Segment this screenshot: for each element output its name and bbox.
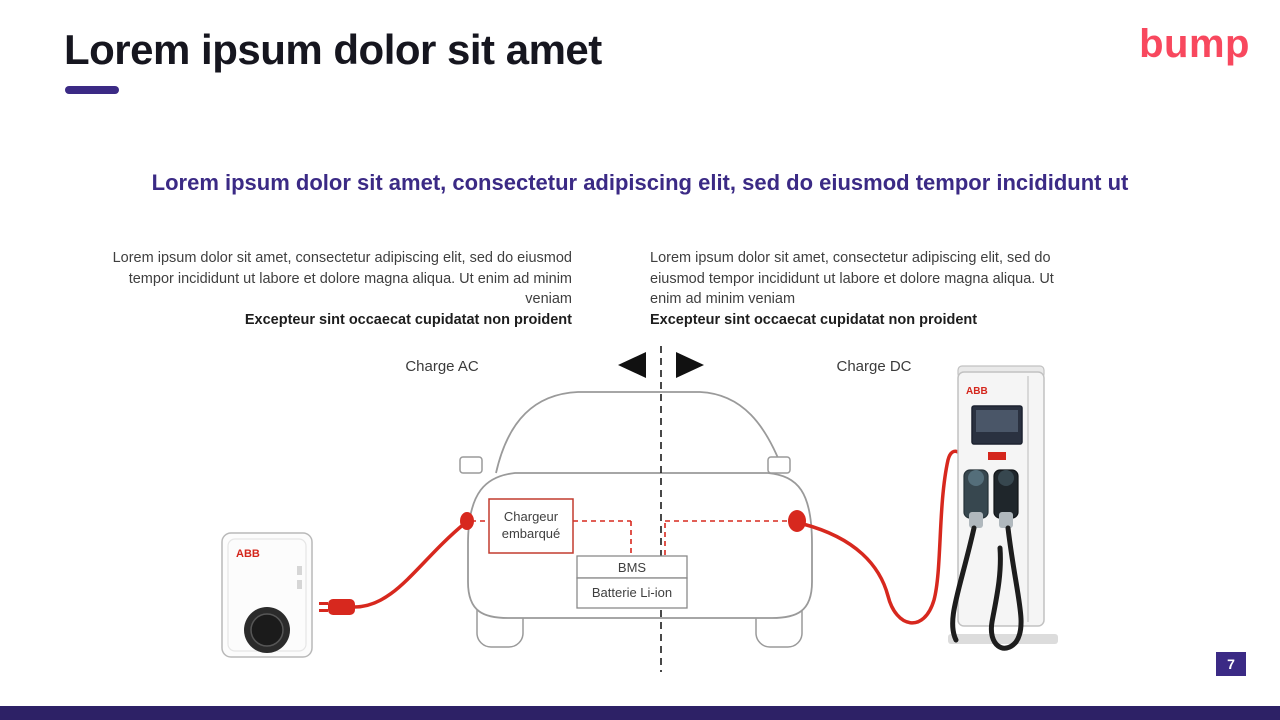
page-number-badge: 7 <box>1216 652 1246 676</box>
onboard-charger-label-line1: Chargeur <box>504 509 559 524</box>
abb-brand-label-left: ABB <box>236 548 260 560</box>
dc-cable <box>801 449 960 625</box>
emphasis-text: Excepteur sint occaecat cupidatat non pr… <box>650 311 978 328</box>
onboard-charger-box: Chargeur embarqué <box>488 498 574 554</box>
ac-wallbox-charger: ABB <box>221 532 313 658</box>
car-mirror-right <box>767 456 791 474</box>
left-arrow-icon <box>618 352 646 378</box>
title-underline <box>65 86 119 94</box>
car-mirror-left <box>459 456 483 474</box>
dc-charging-station: ABB <box>948 365 1058 651</box>
dc-inlet-connector <box>788 510 806 532</box>
station-cables <box>950 525 1024 651</box>
abb-brand-label-right: ABB <box>966 386 988 397</box>
car-roof-outline <box>495 391 785 474</box>
battery-box: Batterie Li-ion <box>576 577 688 609</box>
onboard-charger-label-line2: embarqué <box>502 526 561 541</box>
ac-cable <box>352 522 466 609</box>
charge-ac-label: Charge AC <box>405 358 479 375</box>
body-text: Lorem ipsum dolor sit amet, consectetur … <box>112 250 572 308</box>
emphasis-text: Excepteur sint occaecat cupidatat non pr… <box>244 311 572 328</box>
page-number: 7 <box>1227 656 1235 672</box>
bump-logo: bump <box>1139 22 1250 66</box>
ac-plug <box>319 599 355 615</box>
charge-dc-label: Charge DC <box>836 358 911 375</box>
subtitle: Lorem ipsum dolor sit amet, consectetur … <box>151 170 1129 195</box>
footer-bar <box>0 706 1280 720</box>
bms-label: BMS <box>618 560 647 575</box>
intro-column-left: Lorem ipsum dolor sit amet, consectetur … <box>90 248 572 330</box>
station-connector-handles <box>963 469 1019 528</box>
body-text: Lorem ipsum dolor sit amet, consectetur … <box>650 250 1054 308</box>
bms-box: BMS <box>576 555 688 579</box>
page-title: Lorem ipsum dolor sit amet <box>64 26 602 73</box>
right-arrow-icon <box>676 352 704 378</box>
intro-column-right: Lorem ipsum dolor sit amet, consectetur … <box>650 248 1054 330</box>
ac-inlet-connector <box>460 512 474 530</box>
battery-label: Batterie Li-ion <box>592 585 672 600</box>
